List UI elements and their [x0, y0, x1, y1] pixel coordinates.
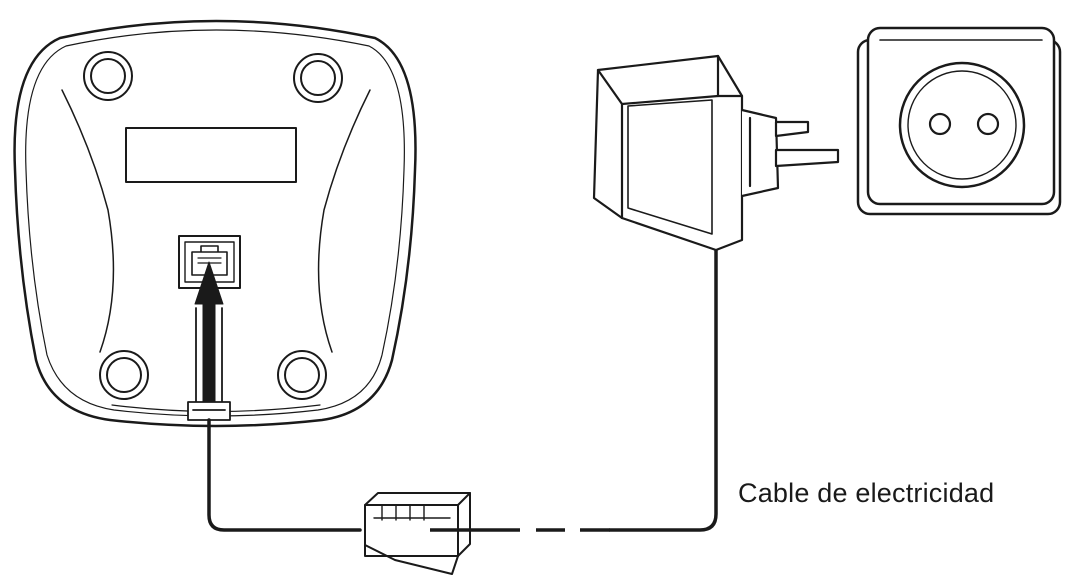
label-plate [125, 127, 297, 183]
rubber-foot-top-right [293, 53, 343, 103]
plug-insertion-arrow [194, 261, 224, 407]
wall-socket [856, 26, 1062, 216]
phone-cable [207, 418, 362, 532]
rubber-foot-top-left [83, 51, 133, 101]
rubber-foot-bottom-left [99, 350, 149, 400]
phone-base-inner-outline [25, 29, 405, 417]
connector-plug [187, 307, 231, 421]
rubber-foot-bottom-right [277, 350, 327, 400]
phone-base [13, 19, 417, 428]
power-adapter [592, 54, 840, 252]
power-cable-label: Cable de electricidad [738, 478, 995, 508]
phone-base-left-contour [61, 89, 115, 353]
adapter-cable [608, 246, 718, 532]
phone-base-right-contour [317, 89, 371, 353]
socket-face [898, 61, 1026, 189]
adapter-plug-pins [740, 108, 840, 198]
socket-hole-left [928, 112, 952, 136]
socket-hole-right [976, 112, 1000, 136]
phone-base-outline [13, 19, 417, 428]
modular-connector [364, 492, 471, 575]
